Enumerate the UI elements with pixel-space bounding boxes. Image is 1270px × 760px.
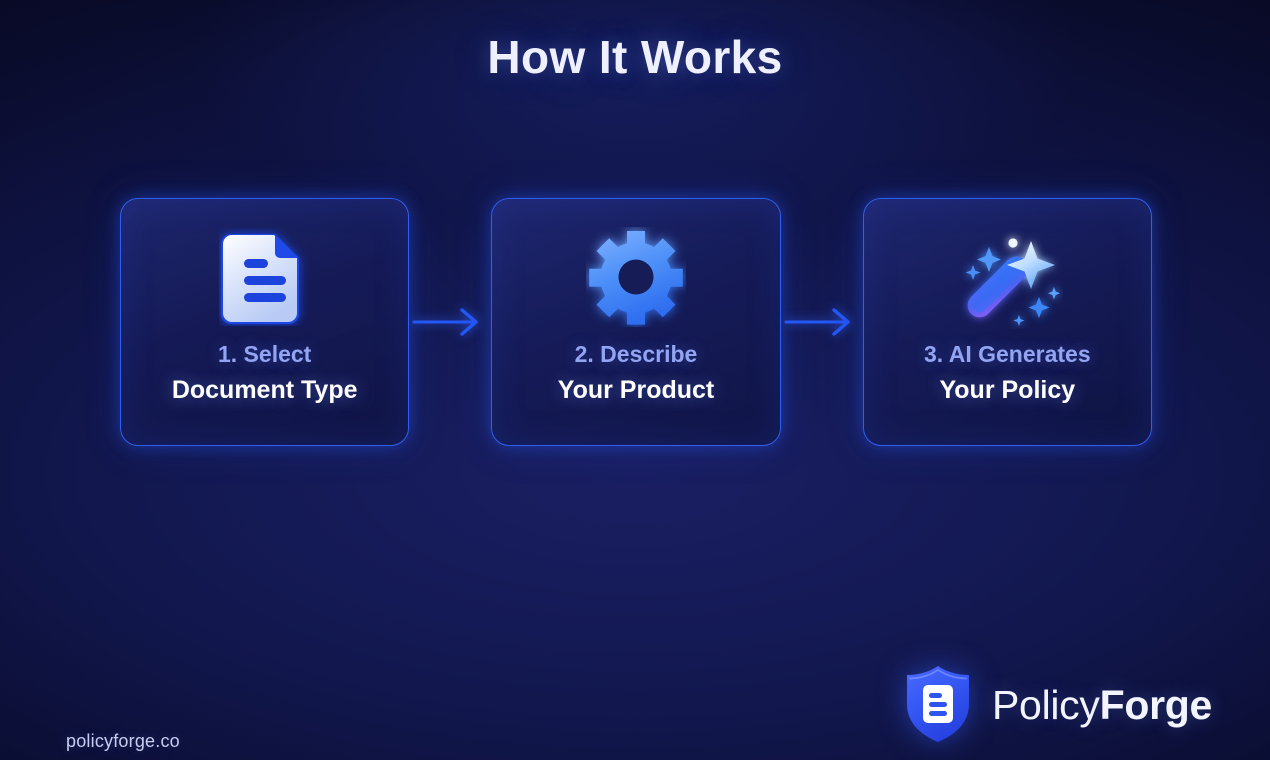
gear-icon [586, 229, 686, 325]
page-title: How It Works [487, 31, 783, 83]
arrow-right-icon [781, 302, 863, 342]
magic-wand-icon [951, 229, 1063, 326]
step-card-1[interactable]: 1. Select Document Type [120, 198, 410, 446]
document-icon [219, 229, 311, 325]
step-label: 1. Select [217, 341, 312, 367]
shield-document-logo [900, 663, 976, 748]
brand-wordmark: PolicyForge [992, 682, 1212, 729]
brand-name-part-1: Policy [992, 682, 1100, 728]
steps-row: 1. Select Document Type [120, 198, 1152, 446]
brand-lockup: PolicyForge [900, 663, 1212, 748]
arrow-right-icon [409, 302, 491, 342]
site-url: policyforge.co [66, 731, 180, 751]
step-title: Your Policy [939, 376, 1076, 405]
step-label: 2. Describe [574, 341, 698, 367]
step-card-3[interactable]: 3. AI Generates Your Policy [862, 198, 1152, 446]
step-card-2[interactable]: 2. Describe Your Product [491, 198, 781, 446]
step-label: 3. AI Generates [924, 341, 1091, 367]
step-title: Your Product [557, 376, 715, 405]
brand-name-part-2: Forge [1099, 682, 1213, 728]
step-title: Document Type [171, 376, 358, 405]
